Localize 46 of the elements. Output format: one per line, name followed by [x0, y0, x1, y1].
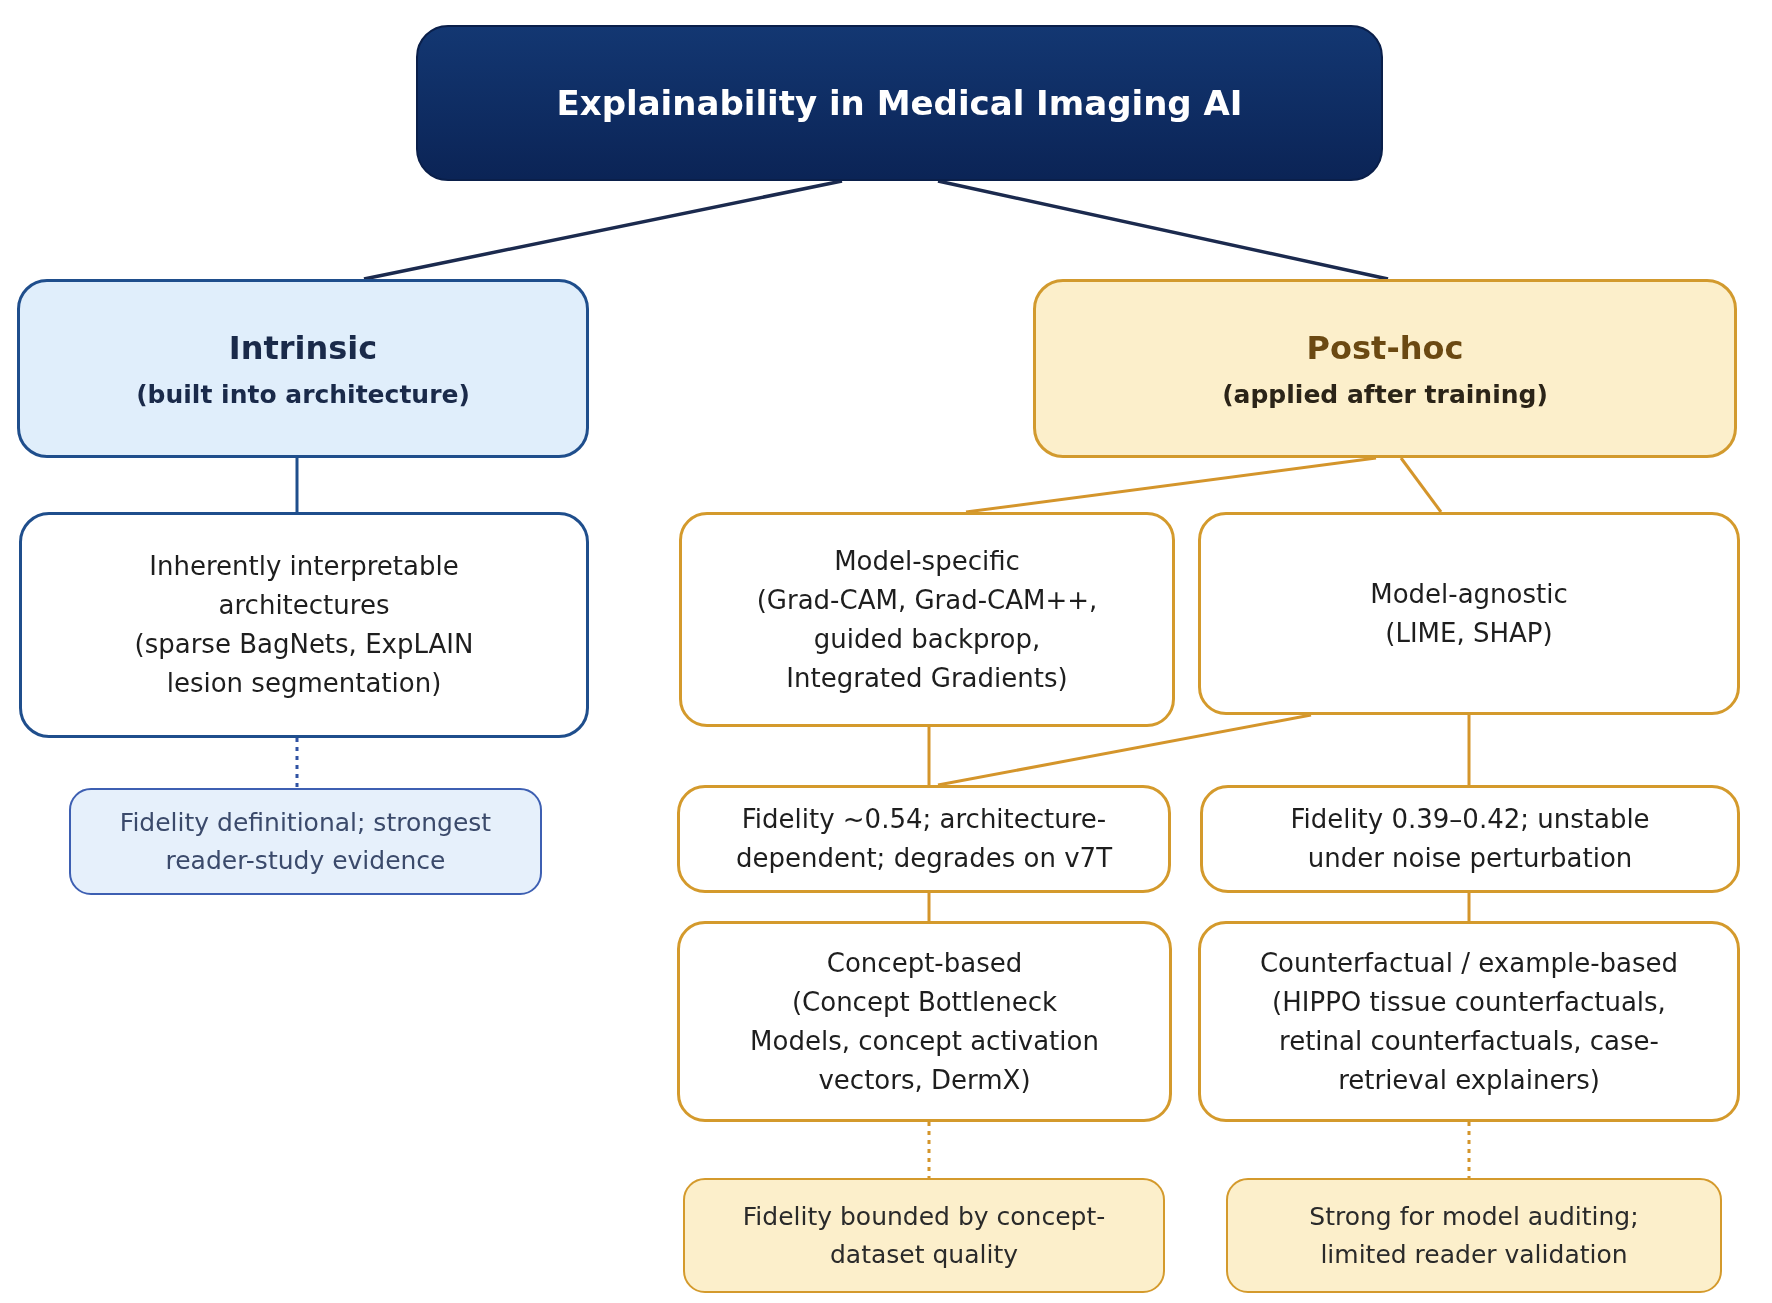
- connector-line: [1467, 715, 1471, 785]
- dotted-connector: [1467, 1122, 1471, 1178]
- box-text: (sparse BagNets, ExpLAIN lesion segmentation): [133, 628, 475, 700]
- dotted-connector: [295, 738, 299, 788]
- connector-line: [937, 179, 1389, 281]
- note-box: [69, 788, 542, 895]
- connector-line: [927, 727, 931, 785]
- title-box: [416, 25, 1383, 181]
- connector-line: [927, 893, 931, 921]
- box-text: Strong for model auditing; limited reader validation: [1308, 1201, 1640, 1271]
- note-box: [683, 1178, 1165, 1293]
- box-text: Fidelity definitional; strongest reader-study evidence: [118, 807, 493, 877]
- method-box: [677, 921, 1172, 1122]
- dotted-connector: [927, 1122, 931, 1178]
- method-box: [1198, 921, 1740, 1122]
- note-box: [1200, 785, 1740, 893]
- box-text: (Concept Bottleneck Models, concept activation vectors, DermX): [749, 985, 1100, 1097]
- method-box: [19, 512, 589, 738]
- box-heading: Post-hoc: [1306, 327, 1464, 369]
- box-text: Fidelity ~0.54; architecture-dependent; degrades on v7T: [734, 803, 1114, 875]
- box-heading: Model-agnostic: [1370, 577, 1568, 611]
- box-text: (LIME, SHAP): [1385, 616, 1553, 650]
- box-text: (Grad-CAM, Grad-CAM++, guided backprop, Integrated Gradients): [755, 583, 1099, 695]
- box-heading: Model-specific: [834, 544, 1020, 578]
- connector-line: [295, 458, 299, 512]
- connector-line: [1467, 893, 1471, 921]
- box-text: (applied after training): [1222, 378, 1548, 411]
- box-heading: Counterfactual / example-based: [1259, 946, 1679, 980]
- category-box: [1033, 279, 1737, 458]
- category-box: [17, 279, 589, 458]
- note-box: [1226, 1178, 1722, 1293]
- box-text: (built into architecture): [136, 378, 470, 411]
- method-box: [1198, 512, 1740, 715]
- box-text: (HIPPO tissue counterfactuals, retinal counterfactuals, case-retrieval explainers): [1271, 985, 1667, 1097]
- connector-line: [1399, 457, 1443, 513]
- box-heading: Intrinsic: [228, 327, 378, 369]
- box-text: Fidelity bounded by concept-dataset quality: [741, 1201, 1107, 1271]
- note-box: [677, 785, 1171, 893]
- title-text: Explainability in Medical Imaging AI: [556, 81, 1243, 125]
- box-heading: Concept-based: [826, 946, 1023, 980]
- box-text: Fidelity 0.39–0.42; unstable under noise perturbation: [1289, 803, 1651, 875]
- connector-line: [965, 456, 1377, 514]
- method-box: [679, 512, 1175, 727]
- box-heading: Inherently interpretable architectures: [148, 550, 460, 622]
- connector-line: [937, 713, 1312, 787]
- connector-line: [363, 179, 843, 281]
